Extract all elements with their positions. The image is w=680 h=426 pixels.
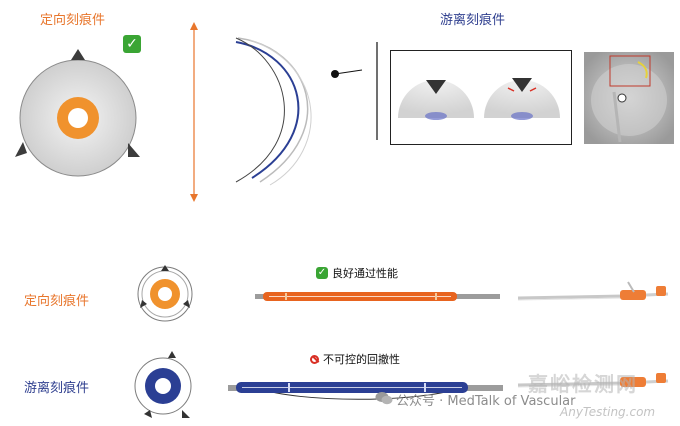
free-small-cross-section <box>134 351 192 418</box>
balloon-side-view <box>235 37 312 186</box>
row1-label: 定向刻痕件 <box>24 294 90 309</box>
prohibited-icon <box>310 354 319 364</box>
free-notch-detail-box <box>390 50 572 145</box>
row1-note-text: 良好通过性能 <box>332 267 398 280</box>
oriented-small-cross-section <box>137 265 193 322</box>
watermark-channel: 公众号 · MedTalk of Vascular <box>396 394 576 409</box>
check-mark-icon: ✓ <box>123 35 141 53</box>
watermark-url: AnyTesting.com <box>560 405 656 419</box>
wechat-icon <box>375 392 393 405</box>
catheter-handle-photo-1 <box>517 281 669 301</box>
row2-note: 不可控的回撤性 <box>310 351 400 367</box>
free-notch-title: 游离刻痕件 <box>440 13 506 28</box>
xray-photo <box>584 52 674 144</box>
oriented-cross-section <box>15 49 140 177</box>
oriented-catheter <box>255 292 500 301</box>
callout-bracket <box>331 42 378 140</box>
free-catheter <box>228 382 503 400</box>
catheter-handle-photo-2 <box>517 373 669 388</box>
height-arrow <box>190 22 198 202</box>
row2-note-text: 不可控的回撤性 <box>323 353 400 366</box>
row1-note: ✓ 良好通过性能 <box>316 265 398 281</box>
check-mark-icon: ✓ <box>316 267 328 279</box>
oriented-notch-title: 定向刻痕件 <box>40 13 106 28</box>
row2-label: 游离刻痕件 <box>24 381 90 396</box>
watermark-brand: 嘉峪检测网 <box>528 372 638 396</box>
